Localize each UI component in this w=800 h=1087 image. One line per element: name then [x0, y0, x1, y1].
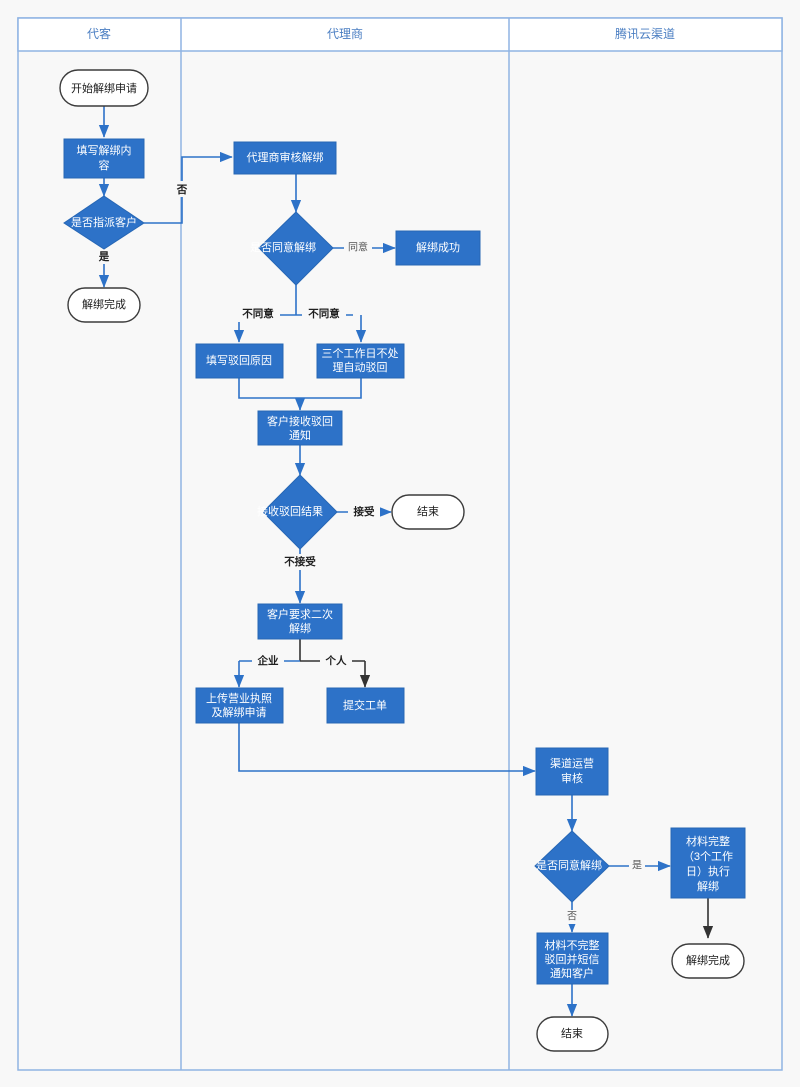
node-upload-license[interactable]: 上传营业执照 及解绑申请 — [195, 687, 284, 724]
node-end-2[interactable]: 结束 — [536, 1016, 609, 1052]
lane-header-tencent: 腾讯云渠道 — [615, 26, 675, 41]
node-second-unbind[interactable]: 客户要求二次 解绑 — [257, 603, 343, 640]
node-material-complete-label-4: 解绑 — [697, 879, 719, 893]
node-agent-review-label: 代理商审核解绑 — [247, 150, 324, 164]
node-unbind-done-2[interactable]: 解绑完成 — [671, 943, 745, 979]
edge-label-ops-yes: 是 — [632, 860, 642, 872]
node-upload-license-label-2: 及解绑申请 — [212, 705, 267, 719]
node-unbind-done-1-label: 解绑完成 — [82, 297, 126, 311]
edge-autoreject-down — [300, 378, 362, 399]
node-material-complete-label-3: 日）执行 — [686, 864, 730, 878]
edge-labels: 否 是 同意 不同意 不同意 接受 不接受 企业 个人 是 否 — [96, 181, 645, 924]
edge-reason-down — [238, 378, 300, 399]
node-channel-ops-review[interactable]: 渠道运营 审核 — [535, 747, 609, 796]
node-agent-review[interactable]: 代理商审核解绑 — [233, 141, 337, 175]
edge-label-type-enterprise: 企业 — [257, 654, 279, 667]
edge-label-agree-no-right: 不同意 — [308, 307, 340, 320]
node-agree-unbind-decision-2[interactable]: 是否同意解绑 — [534, 830, 610, 903]
node-agree-unbind-decision[interactable]: 是否同意解绑 — [250, 211, 334, 286]
node-submit-ticket[interactable]: 提交工单 — [326, 687, 405, 724]
node-agree-unbind-decision-2-label: 是否同意解绑 — [536, 858, 602, 872]
node-unbind-done-2-label: 解绑完成 — [686, 953, 730, 967]
swimlane-frame — [17, 17, 783, 1071]
node-end-2-label: 结束 — [561, 1027, 583, 1040]
lane-header-agent: 代理商 — [327, 26, 363, 41]
node-unbind-success[interactable]: 解绑成功 — [395, 230, 481, 266]
node-reject-reason[interactable]: 填写驳回原因 — [195, 343, 284, 379]
connectors — [98, 106, 714, 1017]
edge-upload-to-channel — [238, 723, 536, 777]
node-submit-ticket-label: 提交工单 — [343, 698, 387, 712]
node-start-label: 开始解绑申请 — [71, 81, 137, 95]
node-material-incomplete-label-3: 通知客户 — [550, 966, 594, 980]
node-end-1-label: 结束 — [417, 505, 439, 518]
edge-label-type-person: 个人 — [325, 654, 347, 667]
node-end-1[interactable]: 结束 — [391, 494, 465, 530]
node-start[interactable]: 开始解绑申请 — [59, 69, 149, 107]
edge-label-assign-yes: 是 — [98, 251, 110, 263]
node-accept-result-decision[interactable]: 接收驳回结果 — [257, 474, 338, 550]
lane-label-agent: 代理商 — [327, 26, 363, 41]
node-reject-reason-label: 填写驳回原因 — [206, 353, 272, 367]
node-fill-content-label-2: 容 — [99, 158, 110, 172]
node-customer-notify-label-2: 通知 — [289, 428, 311, 442]
node-second-unbind-label-2: 解绑 — [289, 621, 311, 635]
node-material-incomplete-label-1: 材料不完整 — [545, 938, 600, 952]
edge-label-result-reject: 不接受 — [284, 555, 316, 568]
node-upload-license-label-1: 上传营业执照 — [206, 691, 272, 705]
edge-label-agree-yes: 同意 — [348, 241, 368, 254]
lane-label-tencent: 腾讯云渠道 — [615, 26, 675, 41]
node-unbind-success-label: 解绑成功 — [416, 240, 460, 254]
node-material-incomplete-label-2: 驳回并短信 — [545, 952, 600, 966]
node-material-incomplete[interactable]: 材料不完整 驳回并短信 通知客户 — [536, 932, 609, 985]
node-second-unbind-label-1: 客户要求二次 — [267, 607, 333, 621]
node-accept-result-decision-label: 接收驳回结果 — [257, 504, 323, 518]
node-customer-notify-label-1: 客户接收驳回 — [267, 414, 333, 428]
node-material-complete-label-2: （3个工作 — [683, 850, 733, 863]
edge-label-assign-no: 否 — [176, 184, 188, 196]
node-material-complete-label-1: 材料完整 — [686, 834, 730, 848]
node-assign-decision[interactable]: 是否指派客户 — [63, 195, 145, 250]
node-channel-ops-review-label-1: 渠道运营 — [550, 756, 594, 770]
node-unbind-done-1[interactable]: 解绑完成 — [67, 287, 141, 323]
edge-label-result-accept: 接受 — [354, 505, 375, 518]
node-customer-notify[interactable]: 客户接收驳回 通知 — [257, 410, 343, 446]
node-fill-content[interactable]: 填写解绑内 容 — [63, 138, 145, 179]
node-channel-ops-review-label-2: 审核 — [561, 771, 583, 785]
node-material-complete[interactable]: 材料完整 （3个工作 日）执行 解绑 — [670, 827, 746, 899]
node-assign-decision-label: 是否指派客户 — [71, 215, 137, 229]
node-auto-reject-label-1: 三个工作日不处 — [322, 347, 399, 360]
node-auto-reject-label-2: 理自动驳回 — [333, 361, 388, 374]
node-agree-unbind-decision-label: 是否同意解绑 — [250, 240, 316, 254]
edge-label-agree-no-left: 不同意 — [242, 307, 274, 320]
node-fill-content-label-1: 填写解绑内 — [77, 143, 132, 157]
node-auto-reject[interactable]: 三个工作日不处 理自动驳回 — [316, 343, 405, 379]
lane-header-customer: 代客 — [87, 26, 111, 41]
lane-label-customer: 代客 — [87, 26, 111, 41]
edge-label-ops-no: 否 — [567, 911, 577, 923]
